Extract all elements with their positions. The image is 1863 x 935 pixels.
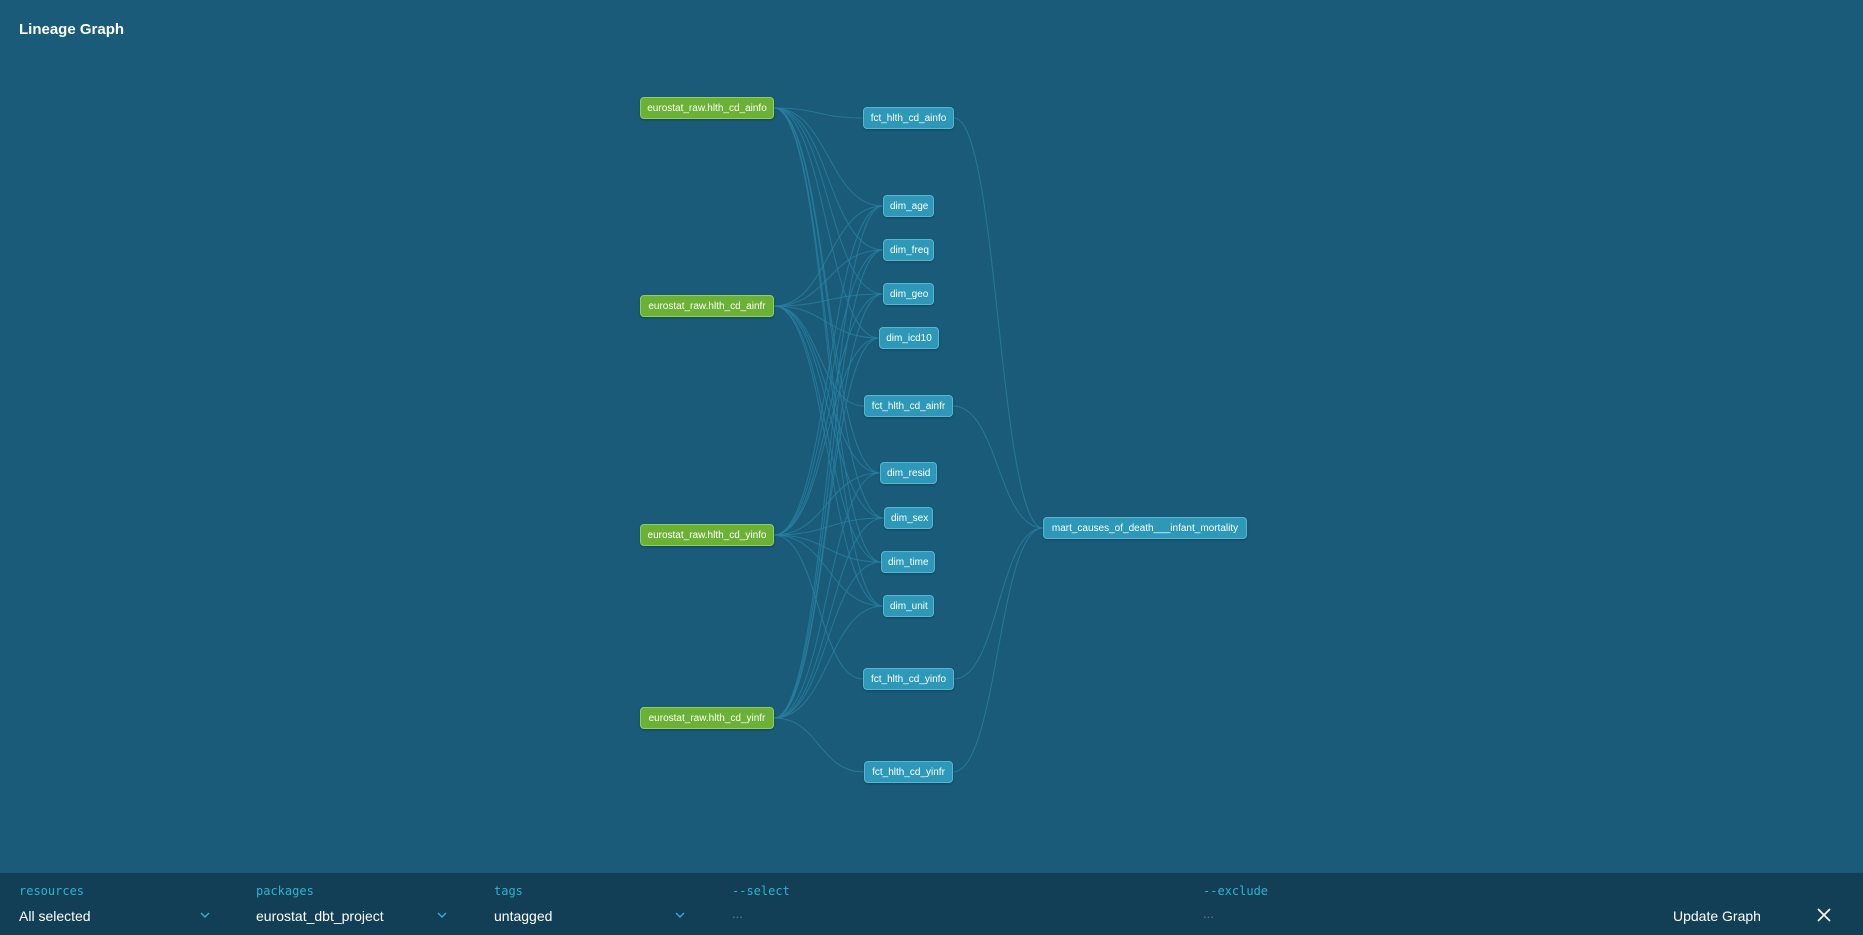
lineage-edge	[773, 472, 881, 536]
lineage-edge	[773, 293, 884, 307]
lineage-edge	[773, 305, 881, 474]
select-label: --select	[732, 884, 790, 898]
lineage-edge	[773, 107, 884, 295]
chevron-down-icon[interactable]	[436, 909, 448, 921]
lineage-edge	[773, 337, 880, 719]
model-node-dim-geo[interactable]: dim_geo	[883, 283, 934, 305]
lineage-edge	[773, 107, 885, 519]
chevron-down-icon[interactable]	[674, 909, 686, 921]
model-node-mart-causes-of-death-infant-mortality[interactable]: mart_causes_of_death___infant_mortality	[1043, 517, 1247, 539]
tags-label: tags	[494, 884, 523, 898]
source-node-hlth-cd-yinfr[interactable]: eurostat_raw.hlth_cd_yinfr	[640, 707, 774, 729]
resources-filter[interactable]: resources All selected	[19, 873, 214, 935]
lineage-edge	[773, 107, 864, 119]
model-node-dim-time[interactable]: dim_time	[881, 551, 935, 573]
select-input[interactable]	[732, 906, 1112, 921]
packages-filter[interactable]: packages eurostat_dbt_project	[256, 873, 451, 935]
model-node-fct-hlth-cd-ainfr[interactable]: fct_hlth_cd_ainfr	[864, 395, 953, 417]
lineage-edge	[773, 249, 884, 307]
model-node-dim-sex[interactable]: dim_sex	[884, 507, 933, 529]
lineage-edge	[952, 527, 1044, 773]
model-node-fct-hlth-cd-yinfr[interactable]: fct_hlth_cd_yinfr	[864, 761, 953, 783]
lineage-edge	[773, 205, 884, 536]
packages-label: packages	[256, 884, 314, 898]
graph-edges	[773, 107, 1044, 773]
lineage-edge	[773, 249, 884, 719]
source-node-hlth-cd-ainfr[interactable]: eurostat_raw.hlth_cd_ainfr	[640, 295, 774, 317]
tags-value[interactable]: untagged	[494, 908, 553, 924]
chevron-down-icon[interactable]	[199, 909, 211, 921]
lineage-edge	[773, 472, 881, 719]
model-node-fct-hlth-cd-yinfo[interactable]: fct_hlth_cd_yinfo	[863, 668, 954, 690]
lineage-edge	[953, 527, 1044, 680]
packages-value[interactable]: eurostat_dbt_project	[256, 908, 384, 924]
lineage-edge	[773, 534, 882, 563]
lineage-graph	[773, 107, 1044, 773]
exclude-input[interactable]	[1203, 906, 1583, 921]
lineage-edge	[773, 534, 884, 607]
exclude-filter: --exclude	[1203, 873, 1623, 935]
lineage-edge	[773, 561, 882, 719]
lineage-edge	[773, 107, 881, 474]
lineage-edge	[773, 337, 880, 536]
source-node-hlth-cd-yinfo[interactable]: eurostat_raw.hlth_cd_yinfo	[640, 524, 774, 546]
source-node-hlth-cd-ainfo[interactable]: eurostat_raw.hlth_cd_ainfo	[640, 97, 774, 119]
graph-filter-bar: resources All selected packages eurostat…	[0, 873, 1863, 935]
lineage-edge	[773, 205, 884, 719]
lineage-edge	[773, 305, 880, 339]
lineage-edge	[773, 107, 880, 339]
update-graph-button[interactable]: Update Graph	[1673, 908, 1761, 924]
lineage-edge	[773, 717, 865, 773]
lineage-edge	[773, 305, 884, 607]
lineage-edge	[773, 605, 884, 719]
model-node-dim-resid[interactable]: dim_resid	[880, 462, 937, 484]
tags-filter[interactable]: tags untagged	[494, 873, 689, 935]
lineage-edge	[952, 405, 1044, 529]
model-node-dim-icd10[interactable]: dim_icd10	[879, 327, 939, 349]
lineage-edge	[773, 305, 865, 407]
lineage-edge	[773, 517, 885, 536]
lineage-edge	[773, 107, 884, 207]
model-node-fct-hlth-cd-ainfo[interactable]: fct_hlth_cd_ainfo	[863, 107, 954, 129]
exclude-label: --exclude	[1203, 884, 1269, 898]
model-node-dim-unit[interactable]: dim_unit	[883, 595, 934, 617]
lineage-edge	[953, 117, 1044, 529]
lineage-edge	[773, 107, 884, 251]
lineage-edge	[773, 205, 884, 307]
model-node-dim-age[interactable]: dim_age	[883, 195, 934, 217]
lineage-edge	[773, 107, 884, 607]
lineage-edge	[773, 534, 864, 680]
lineage-edge	[773, 517, 885, 719]
close-icon[interactable]	[1815, 906, 1833, 924]
resources-value[interactable]: All selected	[19, 908, 91, 924]
select-filter: --select	[732, 873, 1152, 935]
lineage-edge	[773, 249, 884, 536]
model-node-dim-freq[interactable]: dim_freq	[883, 239, 934, 261]
page-title: Lineage Graph	[19, 21, 125, 38]
resources-label: resources	[19, 884, 85, 898]
lineage-edge	[773, 293, 884, 536]
